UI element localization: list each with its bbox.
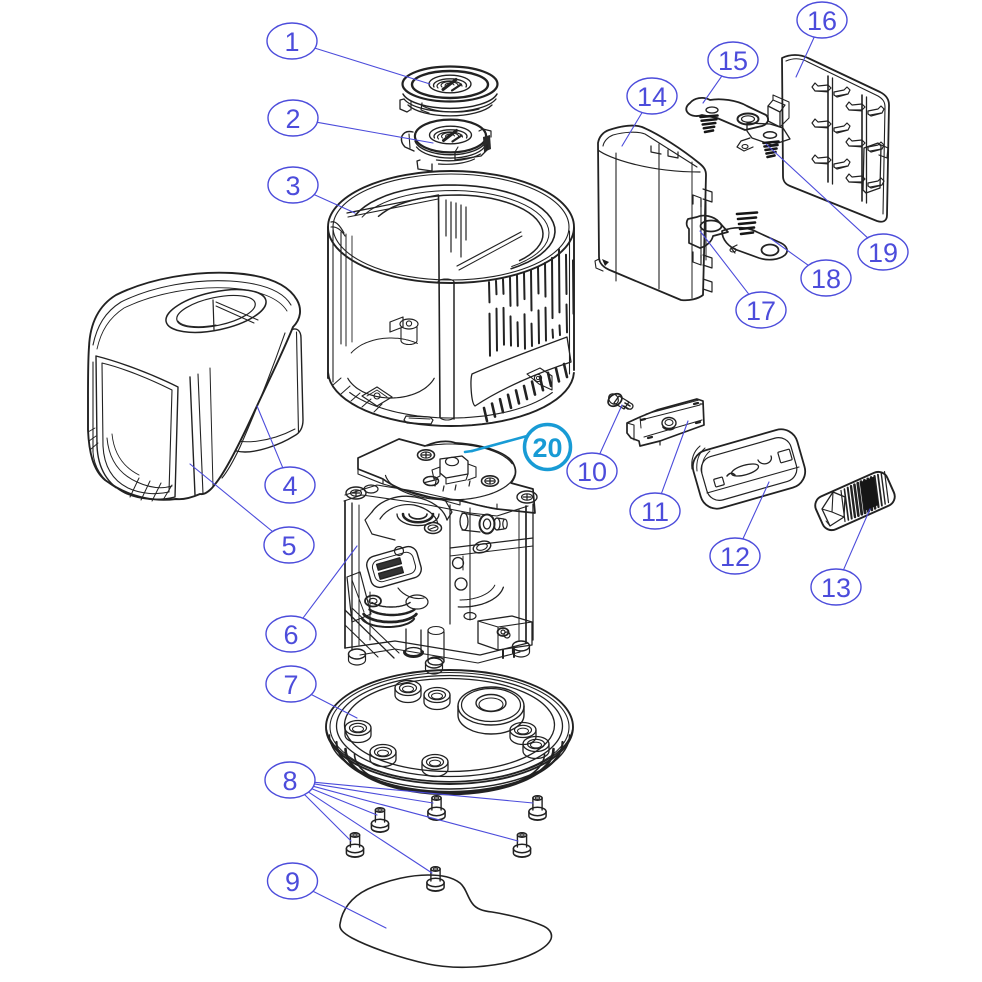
- svg-text:13: 13: [821, 573, 851, 603]
- svg-text:11: 11: [641, 497, 669, 527]
- svg-text:5: 5: [281, 531, 296, 561]
- svg-text:20: 20: [532, 433, 562, 463]
- svg-text:19: 19: [868, 238, 898, 268]
- svg-text:15: 15: [718, 46, 748, 76]
- svg-text:7: 7: [283, 670, 298, 700]
- svg-text:9: 9: [285, 867, 300, 897]
- svg-text:8: 8: [282, 766, 297, 796]
- svg-text:14: 14: [637, 82, 667, 112]
- svg-text:4: 4: [282, 471, 297, 501]
- svg-text:12: 12: [720, 542, 750, 572]
- svg-text:6: 6: [283, 620, 298, 650]
- svg-text:16: 16: [807, 6, 837, 36]
- svg-text:18: 18: [811, 264, 841, 294]
- svg-text:10: 10: [577, 457, 607, 487]
- svg-text:3: 3: [285, 171, 300, 201]
- svg-text:17: 17: [746, 296, 776, 326]
- svg-text:2: 2: [285, 104, 300, 134]
- svg-text:1: 1: [284, 27, 299, 57]
